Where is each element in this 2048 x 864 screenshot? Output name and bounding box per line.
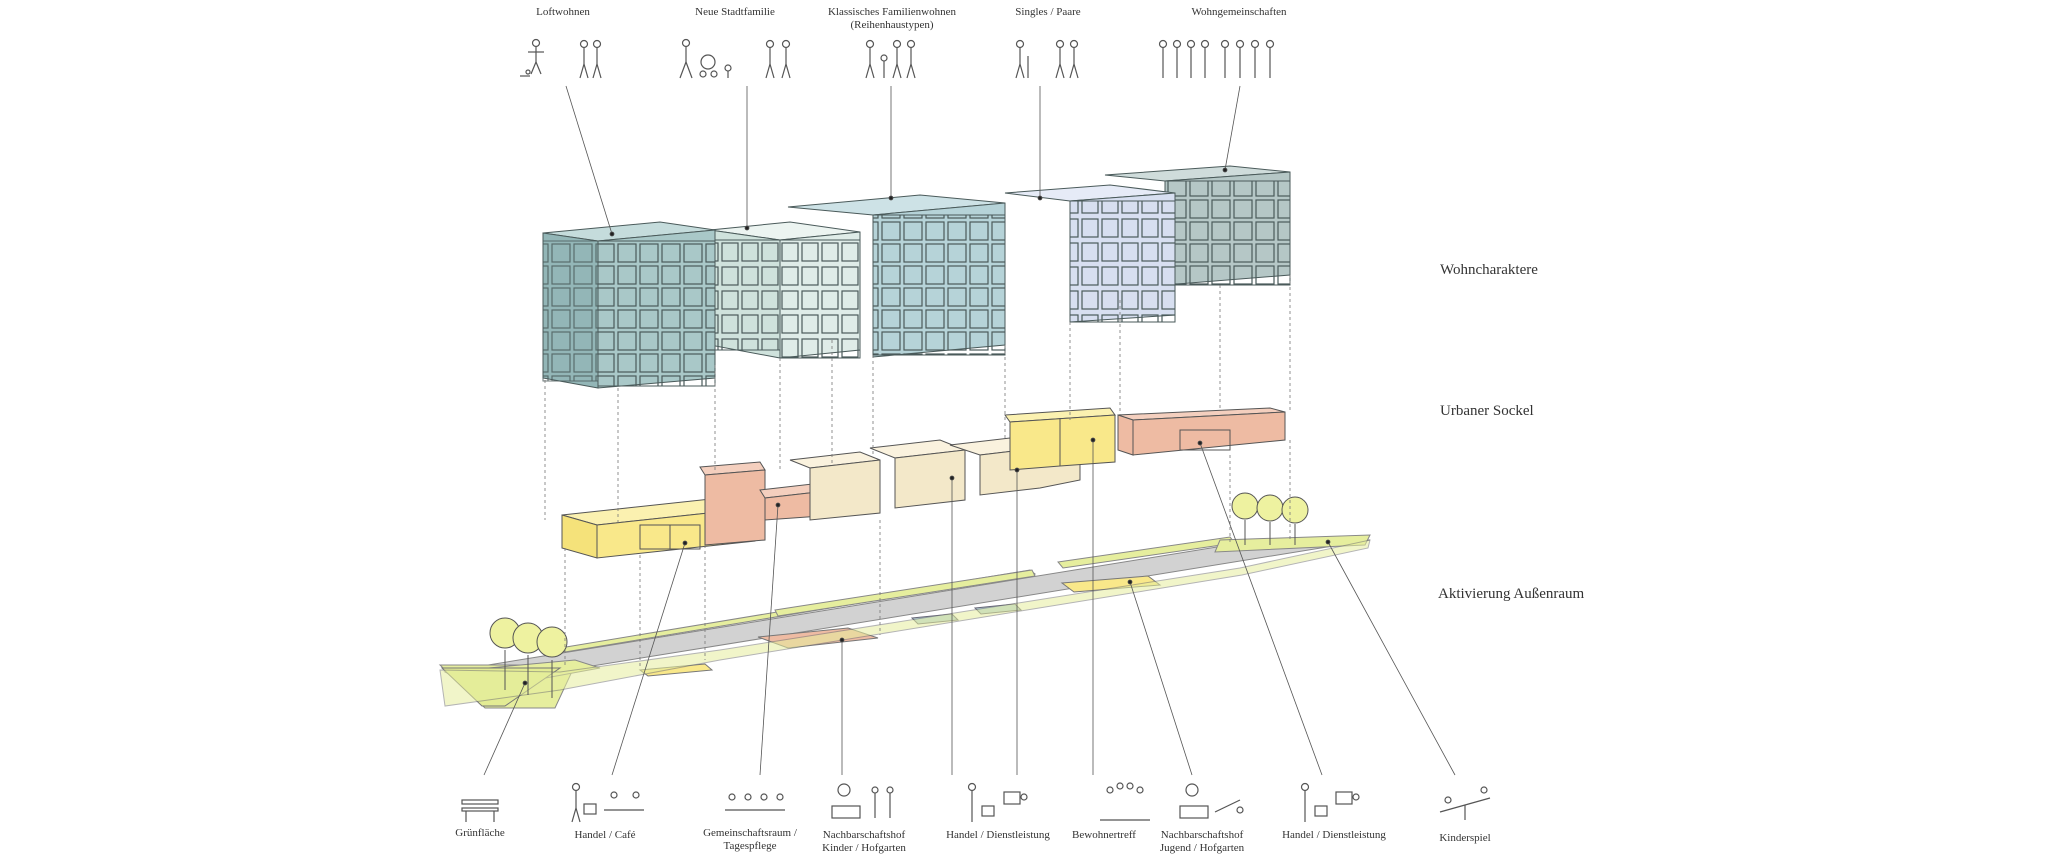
- trees-left: [489, 617, 568, 698]
- label-klassisches-line1: Klassisches Familienwohnen: [827, 6, 957, 18]
- shared-flat-icon: [1158, 39, 1275, 78]
- label-handel-dienstleistung-1: Handel / Dienstleistung: [946, 829, 1050, 841]
- courtyard-youth-icon: [1179, 783, 1244, 819]
- label-handel-dienstleistung-2: Handel / Dienstleistung: [1282, 829, 1386, 841]
- people-icons-top: [520, 38, 1275, 79]
- ground-layer: [438, 534, 1371, 709]
- label-nachbarschaftshof-jugend-line2: Jugend / Hofgarten: [1159, 842, 1245, 854]
- label-gruenflaeche: Grünfläche: [455, 827, 505, 839]
- classic-family-icon: [865, 39, 916, 79]
- label-gemeinschaftsraum: Gemeinschaftsraum / Tagespflege: [703, 827, 797, 853]
- singles-couples-icon: [1015, 39, 1079, 79]
- courtyard-kids-icon: [831, 783, 894, 819]
- label-singles-paare: Singles / Paare: [1015, 6, 1081, 18]
- label-nachbarschaftshof-kinder: Nachbarschaftshof Kinder / Hofgarten: [822, 829, 906, 855]
- leader-lines-top: [565, 85, 1241, 237]
- sockel-layer: [561, 407, 1286, 559]
- buildings-layer: [542, 165, 1291, 389]
- layer-label-urbaner-sockel: Urbaner Sockel: [1440, 403, 1534, 419]
- layer-label-aktivierung-aussenraum: Aktivierung Außenraum: [1438, 586, 1585, 602]
- label-gemeinschaftsraum-line1: Gemeinschaftsraum /: [703, 827, 797, 839]
- label-klassisches-familienwohnen: Klassisches Familienwohnen (Reihenhausty…: [828, 6, 956, 32]
- label-nachbarschaftshof-kinder-line2: Kinder / Hofgarten: [822, 842, 906, 854]
- icons-bottom: [461, 782, 1491, 823]
- label-nachbarschaftshof-jugend-line1: Nachbarschaftshof: [1160, 829, 1244, 841]
- label-bewohnertreff: Bewohnertreff: [1072, 829, 1136, 841]
- loft-people-icon: [520, 38, 602, 79]
- strip-north-2: [774, 569, 1036, 617]
- community-room-icon: [725, 793, 785, 811]
- label-wohngemeinschaften: Wohngemeinschaften: [1191, 6, 1287, 18]
- shop-service-icon-2: [1300, 782, 1360, 822]
- projection-lines: [544, 275, 1291, 668]
- label-kinderspiel: Kinderspiel: [1439, 832, 1491, 844]
- leader-lines-bottom: [483, 437, 1456, 776]
- label-handel-cafe: Handel / Café: [574, 829, 636, 841]
- label-nachbarschaftshof-kinder-line1: Nachbarschaftshof: [822, 829, 906, 841]
- residents-meeting-icon: [1100, 782, 1150, 821]
- label-gemeinschaftsraum-line2: Tagespflege: [723, 840, 777, 852]
- family-people-icon: [679, 38, 791, 79]
- label-loftwohnen: Loftwohnen: [536, 6, 590, 18]
- label-klassisches-line2: (Reihenhaustypen): [850, 19, 934, 31]
- shop-cafe-icon: [571, 782, 644, 823]
- trees-right: [1231, 492, 1309, 545]
- label-neue-stadtfamilie: Neue Stadtfamilie: [695, 6, 775, 18]
- shop-service-icon-1: [967, 782, 1028, 822]
- seesaw-icon: [1439, 786, 1491, 820]
- bench-icon: [461, 799, 499, 822]
- label-nachbarschaftshof-jugend: Nachbarschaftshof Jugend / Hofgarten: [1160, 829, 1244, 855]
- layer-label-wohncharaktere: Wohncharaktere: [1440, 262, 1538, 278]
